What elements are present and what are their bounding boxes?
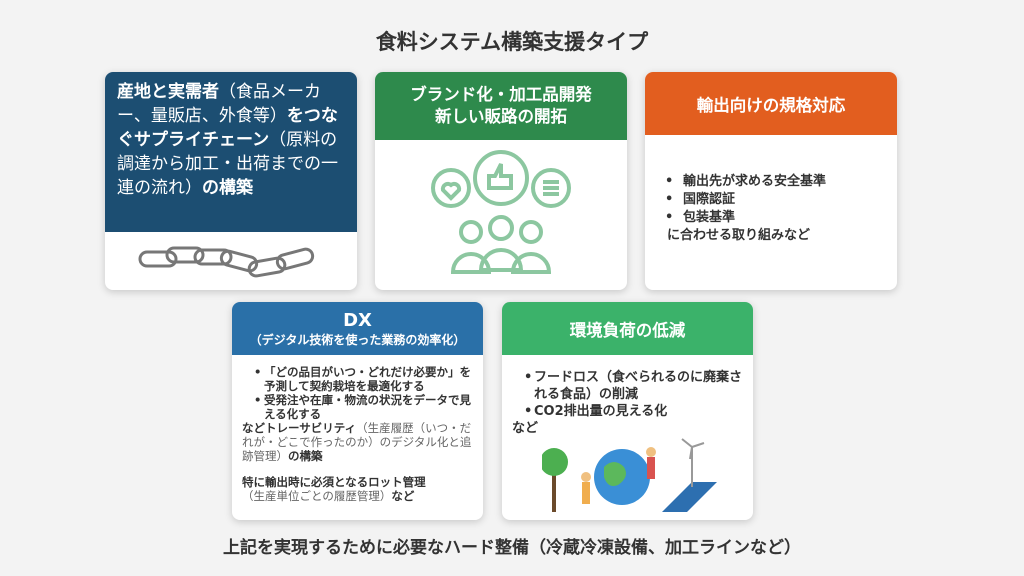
card-dx: DX （デジタル技術を使った業務の効率化） 「どの品目がいつ・どれだけ必要か」を…	[232, 302, 483, 520]
note-text: （生産履歴（いつ・だれが・どこで作ったのか）のデジタル化と追跡管理）	[242, 421, 472, 463]
list-item: 輸出先が求める安全基準	[653, 173, 883, 191]
card-header: 環境負荷の低減	[502, 302, 753, 355]
note: 特に輸出時に必須となるロット管理（生産単位ごとの履歴管理）など	[242, 475, 473, 503]
header-text: の構築	[202, 178, 253, 198]
card-branding: ブランド化・加工品開発 新しい販路の開拓	[375, 72, 627, 290]
earth-environment-illustration	[542, 438, 717, 512]
list-item: フードロス（食べられるのに廃棄される食品）の削減	[512, 369, 743, 403]
card-header: ブランド化・加工品開発 新しい販路の開拓	[375, 72, 627, 140]
card-header: 輸出向けの規格対応	[645, 72, 897, 135]
card-environment: 環境負荷の低減 フードロス（食べられるのに廃棄される食品）の削減 CO2排出量の…	[502, 302, 753, 520]
list-item: 包装基準	[653, 209, 883, 227]
list-item: 受発注や在庫・物流の状況をデータで見える化する	[242, 393, 473, 421]
card-header: DX （デジタル技術を使った業務の効率化）	[232, 302, 483, 355]
card-supply-chain: 産地と実需者（食品メーカー、量販店、外食等）をつなぐサプライチェーン（原料の調達…	[105, 72, 357, 290]
header-title: DX	[343, 309, 372, 331]
card-header: 産地と実需者（食品メーカー、量販店、外食等）をつなぐサプライチェーン（原料の調達…	[105, 72, 357, 232]
note-text: などトレーサビリティ	[242, 421, 357, 435]
note: など	[512, 421, 539, 436]
footer-note: 上記を実現するために必要なハード整備（冷蔵冷凍設備、加工ラインなど）	[223, 538, 801, 558]
note-text: の構築	[288, 449, 323, 463]
card-body: 輸出先が求める安全基準 国際認証 包装基準 に合わせる取り組みなど	[645, 135, 897, 255]
header-text: （原料の調達から加工・出荷までの一連の流れ）	[117, 130, 338, 198]
card-body: フードロス（食べられるのに廃棄される食品）の削減 CO2排出量の見える化 など	[502, 355, 753, 437]
note-text: 特に輸出時に必須となるロット管理	[242, 475, 426, 489]
header-subtitle: （デジタル技術を使った業務の効率化）	[249, 332, 466, 347]
list-item: CO2排出量の見える化	[512, 403, 743, 420]
card-body: 「どの品目がいつ・どれだけ必要か」を予測して契約栽培を最適化する 受発注や在庫・…	[232, 355, 483, 513]
list-item: 国際認証	[653, 191, 883, 209]
note-text: （生産単位ごとの履歴管理）	[242, 489, 392, 503]
card-export-standards: 輸出向けの規格対応 輸出先が求める安全基準 国際認証 包装基準 に合わせる取り組…	[645, 72, 897, 290]
note: などトレーサビリティ（生産履歴（いつ・だれが・どこで作ったのか）のデジタル化と追…	[242, 421, 473, 463]
page-title: 食料システム構築支援タイプ	[375, 30, 649, 54]
header-text: をつなぐサプライチェーン	[117, 106, 338, 150]
header-text: 産地と実需者	[117, 82, 219, 102]
header-text: （食品メーカー、量販店、外食等）	[117, 82, 321, 126]
note: に合わせる取り組みなど	[667, 228, 811, 243]
list-item: 「どの品目がいつ・どれだけ必要か」を予測して契約栽培を最適化する	[242, 365, 473, 393]
chain-icon	[138, 246, 315, 278]
people-feedback-icon	[431, 150, 571, 274]
note-text: など	[391, 489, 415, 503]
